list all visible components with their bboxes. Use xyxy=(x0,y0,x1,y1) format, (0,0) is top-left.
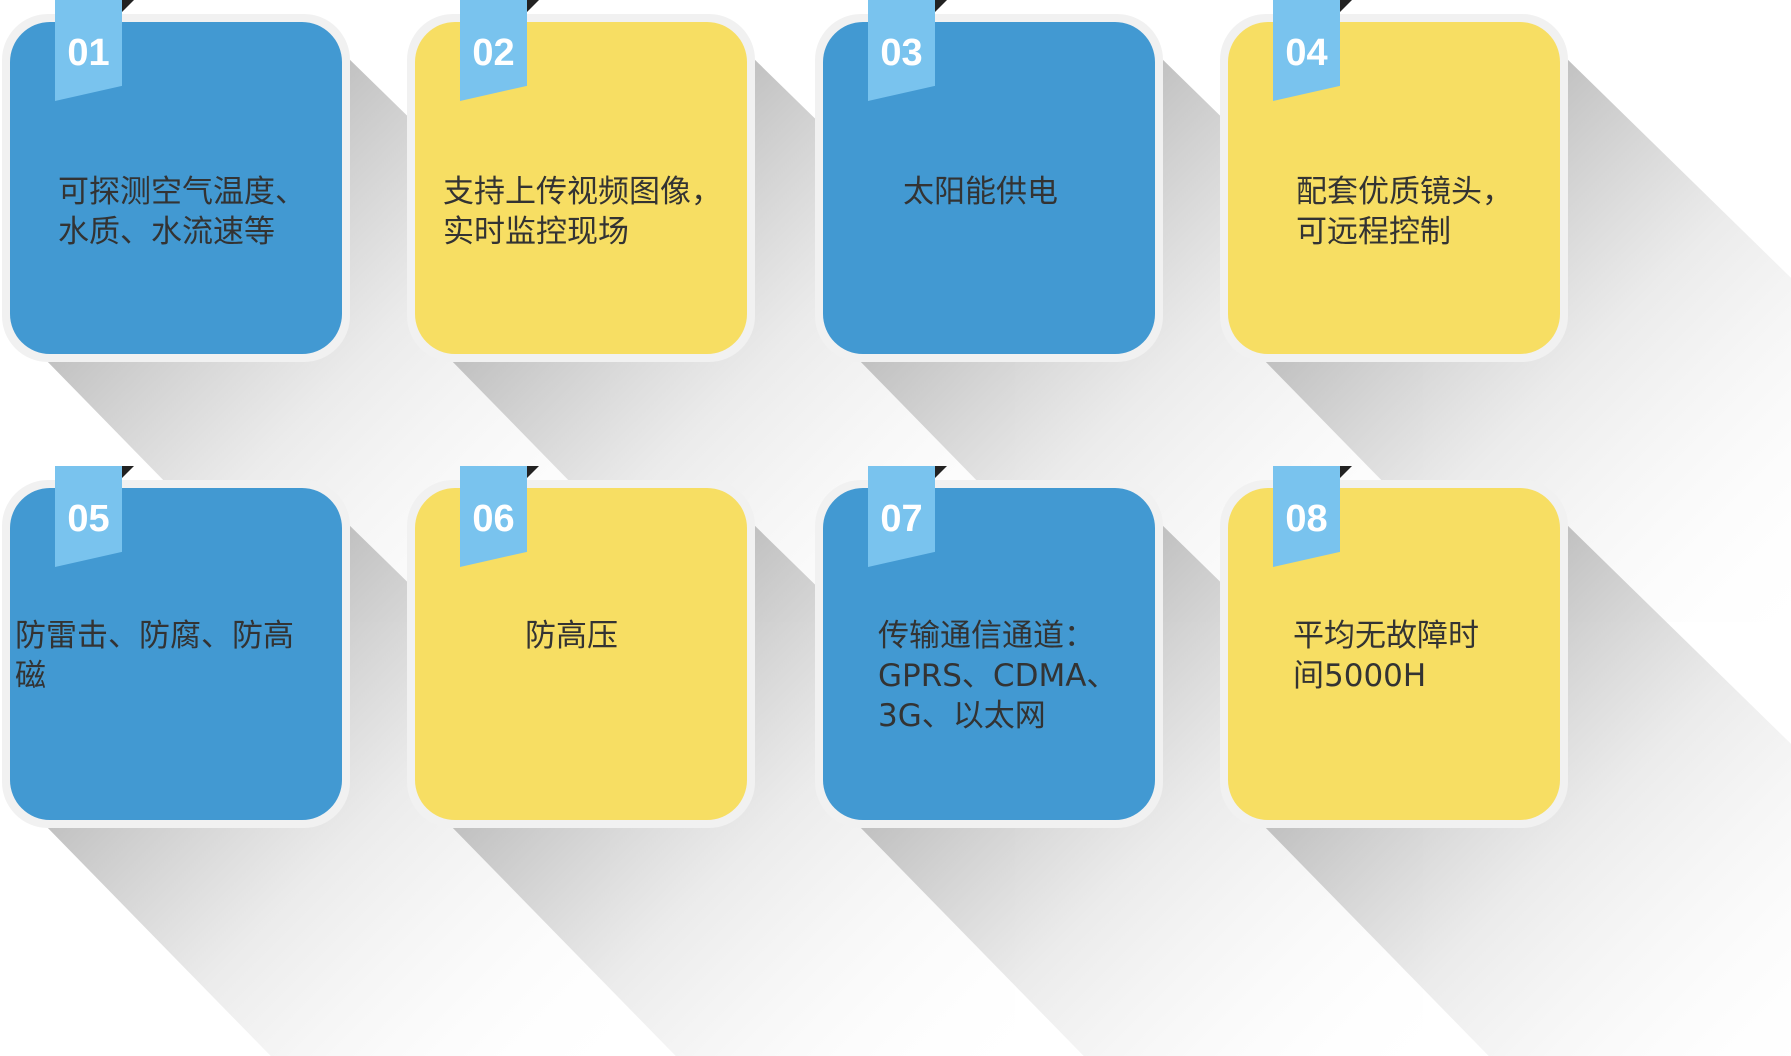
card-number: 02 xyxy=(472,32,515,74)
card-body: 03 太阳能供电 xyxy=(823,0,1155,354)
card-body: 01 可探测空气温度、 水质、水流速等 xyxy=(10,0,342,354)
feature-card: 05 防雷击、防腐、防高磁 xyxy=(2,466,350,828)
ribbon-fold-icon xyxy=(527,466,539,478)
card-text: 平均无故障时 间5000H xyxy=(1293,618,1479,694)
ribbon-fold-icon xyxy=(122,466,134,478)
card-text: 防雷击、防腐、防高磁 xyxy=(15,618,294,694)
number-ribbon xyxy=(55,0,122,101)
number-ribbon xyxy=(868,466,935,567)
card-text: 太阳能供电 xyxy=(903,174,1058,210)
card-number: 07 xyxy=(880,498,923,540)
card-text: 可探测空气温度、 水质、水流速等 xyxy=(58,174,306,250)
number-ribbon xyxy=(1273,466,1340,567)
ribbon-fold-icon xyxy=(122,0,134,12)
card-number: 06 xyxy=(472,498,515,540)
card-text: 防高压 xyxy=(525,618,618,654)
card-number: 01 xyxy=(67,32,110,74)
ribbon-fold-icon xyxy=(935,0,947,12)
card-body: 05 防雷击、防腐、防高磁 xyxy=(10,466,342,820)
card-text: 配套优质镜头， 可远程控制 xyxy=(1296,174,1513,250)
number-ribbon xyxy=(868,0,935,101)
card-number: 04 xyxy=(1285,32,1328,74)
feature-card: 03 太阳能供电 xyxy=(815,0,1163,362)
feature-card: 08 平均无故障时 间5000H xyxy=(1220,466,1568,828)
feature-card: 04 配套优质镜头， 可远程控制 xyxy=(1220,0,1568,362)
number-ribbon xyxy=(460,466,527,567)
ribbon-fold-icon xyxy=(1340,466,1352,478)
feature-card: 07 传输通信通道： GPRS、CDMA、 3G、以太网 xyxy=(815,466,1163,828)
number-ribbon xyxy=(55,466,122,567)
ribbon-fold-icon xyxy=(1340,0,1352,12)
card-text: 支持上传视频图像， 实时监控现场 xyxy=(443,174,722,250)
card-body: 06 防高压 xyxy=(415,466,747,820)
card-body: 08 平均无故障时 间5000H xyxy=(1228,466,1560,820)
feature-card: 06 防高压 xyxy=(407,466,755,828)
ribbon-fold-icon xyxy=(935,466,947,478)
feature-card: 02 支持上传视频图像， 实时监控现场 xyxy=(407,0,755,362)
card-body: 04 配套优质镜头， 可远程控制 xyxy=(1228,0,1560,354)
feature-card: 01 可探测空气温度、 水质、水流速等 xyxy=(2,0,350,362)
card-number: 03 xyxy=(880,32,923,74)
ribbon-fold-icon xyxy=(527,0,539,12)
card-text: 传输通信通道： GPRS、CDMA、 3G、以太网 xyxy=(878,618,1118,734)
card-number: 08 xyxy=(1285,498,1328,540)
card-body: 07 传输通信通道： GPRS、CDMA、 3G、以太网 xyxy=(823,466,1155,820)
card-number: 05 xyxy=(67,498,110,540)
card-body: 02 支持上传视频图像， 实时监控现场 xyxy=(415,0,747,354)
number-ribbon xyxy=(1273,0,1340,101)
number-ribbon xyxy=(460,0,527,101)
